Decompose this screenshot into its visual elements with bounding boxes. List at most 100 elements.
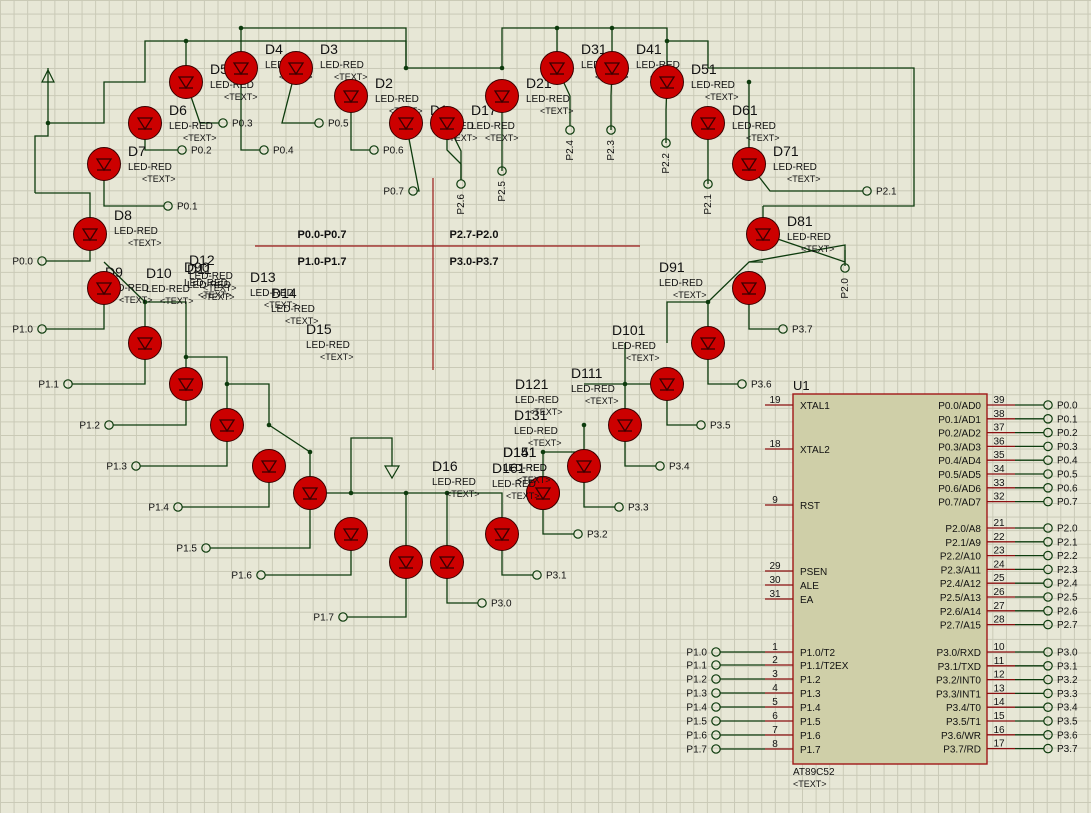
chip-terminal-p3-2[interactable]: P3.2: [1043, 674, 1078, 686]
stub-6[interactable]: [350, 96, 370, 151]
wire-17[interactable]: [310, 437, 393, 494]
stub-5[interactable]: [281, 67, 315, 124]
chip-terminal-p3-0[interactable]: P3.0: [1043, 647, 1078, 659]
terminal-p3-2[interactable]: P3.2: [573, 529, 608, 541]
chip-terminal-p3-4[interactable]: P3.4: [1043, 702, 1078, 714]
chip-terminal-p2-1[interactable]: P2.1: [1043, 536, 1078, 548]
chip-terminal-p0-4[interactable]: P0.4: [1043, 455, 1078, 467]
terminal-p0-5[interactable]: P0.5: [314, 118, 349, 130]
chip-terminal-p2-4[interactable]: P2.4: [1043, 578, 1078, 590]
stub-15[interactable]: [762, 233, 846, 264]
wire-11[interactable]: [103, 261, 187, 384]
chip-terminal-p2-7[interactable]: P2.7: [1043, 619, 1078, 631]
wire-0[interactable]: [34, 40, 407, 193]
chip-terminal-p1-1[interactable]: P1.1: [686, 660, 721, 672]
wire-18[interactable]: [351, 492, 503, 534]
terminal-p1-5[interactable]: P1.5: [176, 543, 211, 555]
terminal-p2-6[interactable]: P2.6: [456, 179, 467, 215]
chip-terminal-p2-2[interactable]: P2.2: [1043, 550, 1078, 562]
terminal-p2-3[interactable]: P2.3: [606, 125, 617, 161]
terminal-p1-1[interactable]: P1.1: [38, 379, 73, 391]
power-terminal[interactable]: [383, 465, 401, 480]
stub-4[interactable]: [240, 68, 260, 151]
terminal-p0-0[interactable]: P0.0: [12, 256, 47, 268]
chip-terminal-p0-3[interactable]: P0.3: [1043, 441, 1078, 453]
wire-3[interactable]: [241, 27, 407, 68]
terminal-p3-3[interactable]: P3.3: [614, 502, 649, 514]
terminal-p3-6[interactable]: P3.6: [737, 379, 772, 391]
terminal-p0-2[interactable]: P0.2: [177, 145, 212, 157]
terminal-p0-4[interactable]: P0.4: [259, 145, 294, 157]
terminal-p1-4[interactable]: P1.4: [148, 502, 183, 514]
chip-terminal-p2-6[interactable]: P2.6: [1043, 605, 1078, 617]
terminal-p2-1[interactable]: P2.1: [862, 186, 897, 198]
terminal-p0-6[interactable]: P0.6: [369, 145, 404, 157]
chip-terminal-p0-5[interactable]: P0.5: [1043, 469, 1078, 481]
terminal-p3-5[interactable]: P3.5: [696, 420, 731, 432]
terminal-p0-3[interactable]: P0.3: [218, 118, 253, 130]
chip-terminal-p3-1[interactable]: P3.1: [1043, 660, 1078, 672]
stub-25[interactable]: [347, 562, 407, 618]
terminal-p0-1[interactable]: P0.1: [163, 201, 198, 213]
terminal-p2-0[interactable]: P2.0: [840, 263, 851, 299]
terminal-p3-1[interactable]: P3.1: [532, 570, 567, 582]
chip-terminal-p2-3[interactable]: P2.3: [1043, 564, 1078, 576]
terminal-p3-0[interactable]: P3.0: [477, 598, 512, 610]
terminal-p3-7[interactable]: P3.7: [778, 324, 813, 336]
terminal-p2-1[interactable]: P2.1: [703, 179, 714, 215]
power-terminal[interactable]: [41, 68, 55, 83]
chip-terminal-p1-5[interactable]: P1.5: [686, 716, 721, 728]
chip-terminal-p1-3[interactable]: P1.3: [686, 688, 721, 700]
chip-terminal-p0-7[interactable]: P0.7: [1043, 496, 1078, 508]
stub-27[interactable]: [210, 493, 311, 549]
terminal-p2-4[interactable]: P2.4: [565, 125, 576, 161]
terminal-p1-3[interactable]: P1.3: [106, 461, 141, 473]
chip-terminal-p1-6[interactable]: P1.6: [686, 730, 721, 742]
chip-terminal-p1-0[interactable]: P1.0: [686, 647, 721, 659]
terminal-p3-4[interactable]: P3.4: [655, 461, 690, 473]
chip-terminal-p3-5[interactable]: P3.5: [1043, 716, 1078, 728]
chip-terminal-p0-0[interactable]: P0.0: [1043, 400, 1078, 412]
terminal-p2-2[interactable]: P2.2: [661, 138, 672, 174]
terminal-p2-5[interactable]: P2.5: [497, 166, 508, 202]
chip-terminal-p2-5[interactable]: P2.5: [1043, 592, 1078, 604]
chip-terminal-p3-6[interactable]: P3.6: [1043, 729, 1078, 741]
terminal-p1-6[interactable]: P1.6: [231, 570, 266, 582]
chip-terminal-p3-3[interactable]: P3.3: [1043, 688, 1078, 700]
terminal-p1-7[interactable]: P1.7: [313, 612, 348, 624]
terminal-p1-2[interactable]: P1.2: [79, 420, 114, 432]
chip-terminal-p0-2[interactable]: P0.2: [1043, 427, 1078, 439]
chip-terminal-p2-0[interactable]: P2.0: [1043, 523, 1078, 535]
microcontroller-u1[interactable]: U1AT89C52<TEXT>19XTAL118XTAL29RST29PSEN3…: [765, 378, 1015, 789]
chip-terminal-p3-7[interactable]: P3.7: [1043, 743, 1078, 755]
terminal-p1-0[interactable]: P1.0: [12, 324, 47, 336]
chip-terminal-p0-6[interactable]: P0.6: [1043, 482, 1078, 494]
chip-terminal-p1-7[interactable]: P1.7: [686, 744, 721, 756]
chip-terminal-p0-1[interactable]: P0.1: [1043, 413, 1078, 425]
